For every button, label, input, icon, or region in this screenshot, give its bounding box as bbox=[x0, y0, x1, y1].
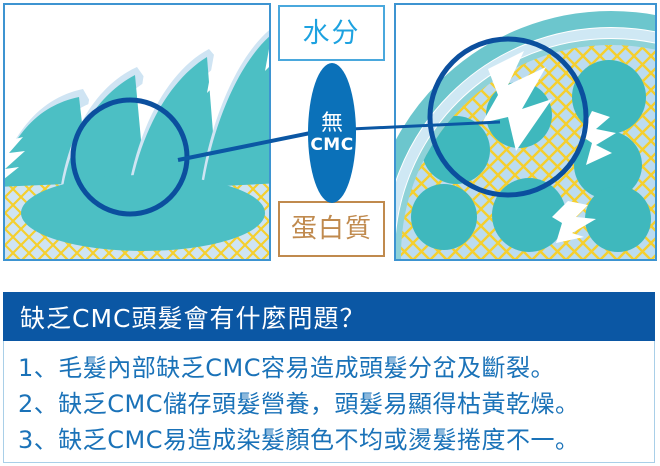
qa-header-bar: 缺乏CMC頭髮會有什麼問題？ bbox=[3, 292, 655, 341]
no-cmc-kanji: 無 bbox=[320, 110, 343, 136]
water-label: 水分 bbox=[302, 17, 361, 49]
left-illustration-panel bbox=[3, 3, 271, 261]
protein-label: 蛋白質 bbox=[290, 214, 372, 244]
qa-line-1: 1、毛髮內部缺乏CMC容易造成頭髮分岔及斷裂。 bbox=[18, 354, 555, 382]
cuticle-arc-mid bbox=[396, 28, 655, 226]
cuticle-arc-outer bbox=[396, 11, 655, 180]
hair-surface-illustration bbox=[5, 5, 269, 259]
qa-body: 1、毛髮內部缺乏CMC容易造成頭髮分岔及斷裂。 2、缺乏CMC儲存頭髮營養，頭髮… bbox=[3, 341, 655, 463]
protein-label-box: 蛋白質 bbox=[278, 201, 385, 257]
cmc-gap-fragment bbox=[552, 201, 596, 243]
no-cmc-badge: 無 CMC bbox=[308, 63, 356, 203]
cortex-cell bbox=[411, 184, 477, 250]
cuticle-arc-inner bbox=[396, 39, 655, 259]
cuticle-scale bbox=[61, 61, 161, 187]
qa-header-title: 缺乏CMC頭髮會有什麼問題？ bbox=[20, 303, 366, 333]
right-illustration-panel bbox=[394, 3, 657, 261]
center-column: 水分 無 CMC 蛋白質 bbox=[275, 3, 390, 261]
magnifier-circle bbox=[427, 36, 589, 198]
cmc-abbreviation: CMC bbox=[310, 134, 354, 155]
qa-line-2: 2、缺乏CMC儲存頭髮營養，頭髮易顯得枯黃乾燥。 bbox=[18, 390, 580, 418]
hair-cortex-illustration bbox=[396, 5, 655, 259]
cmc-gap-fragment bbox=[580, 111, 616, 165]
qa-line-3: 3、缺乏CMC易造成染髮顏色不均或燙髮捲度不一。 bbox=[18, 426, 580, 454]
water-label-box: 水分 bbox=[278, 5, 385, 61]
cortex-cell bbox=[585, 186, 651, 252]
broken-fragment bbox=[5, 127, 25, 179]
magnified-breach bbox=[482, 51, 552, 151]
qa-block: 缺乏CMC頭髮會有什麼問題？ 1、毛髮內部缺乏CMC容易造成頭髮分岔及斷裂。 2… bbox=[3, 292, 655, 463]
